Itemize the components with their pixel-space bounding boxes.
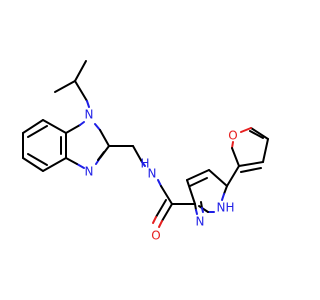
bond: [76, 163, 85, 169]
bond: [161, 203, 173, 222]
furan-ring: [226, 127, 269, 187]
bond: [194, 203, 197, 211]
bond: [158, 220, 163, 228]
bond: [79, 121, 85, 126]
isopropyl-group: [54, 60, 90, 108]
pyrazole-ring: [186, 169, 228, 215]
bond: [200, 201, 203, 209]
molecule-structure-diagram: N N H N O N N H O: [22, 60, 269, 243]
bond: [208, 169, 228, 187]
bond: [65, 157, 78, 165]
atom-label-o-furan: O: [228, 129, 237, 143]
bond: [240, 167, 262, 173]
bond: [262, 138, 269, 163]
atom-label-o-amide: O: [151, 229, 160, 243]
bond: [221, 193, 225, 201]
bond: [249, 130, 264, 139]
bond: [186, 179, 196, 205]
bond: [195, 209, 198, 215]
bond: [223, 185, 228, 195]
bond: [141, 161, 146, 167]
bond: [74, 80, 88, 102]
bond: [157, 179, 162, 187]
atom-label-nh-pyrazole-n: N: [217, 201, 226, 215]
bond: [189, 177, 208, 187]
atom-labels: N N H N O N N H O: [85, 108, 238, 243]
bond: [97, 151, 105, 161]
bond: [231, 141, 234, 149]
amide-group: [152, 179, 196, 228]
bond: [22, 119, 44, 134]
benzimidazole-ring: [22, 119, 110, 172]
bond: [65, 124, 81, 134]
bond: [160, 185, 173, 205]
bond: [238, 161, 264, 167]
ethyl-linker: [108, 145, 146, 167]
atom-label-n-amide: N: [148, 167, 157, 181]
bond: [99, 129, 110, 147]
bond: [42, 119, 67, 134]
atom-label-nh-pyrazole-h: H: [225, 201, 234, 215]
atom-label-n-pyrazole: N: [196, 215, 205, 229]
bond: [94, 123, 101, 131]
bond: [54, 80, 76, 93]
bond: [240, 127, 252, 133]
bond: [27, 125, 48, 138]
atom-label-n-isopropyl: N: [85, 108, 94, 122]
bond: [155, 199, 167, 218]
bond: [186, 169, 210, 181]
bond: [231, 147, 240, 167]
atom-label-h-amide: H: [140, 157, 149, 171]
bond: [201, 207, 204, 213]
bond: [42, 157, 67, 172]
atom-label-n-imidazole: N: [85, 165, 94, 179]
bond: [27, 153, 48, 166]
bond: [152, 216, 157, 224]
bond: [198, 205, 209, 213]
bond: [86, 100, 90, 108]
bond: [22, 157, 44, 172]
bond: [74, 60, 87, 82]
bond: [132, 145, 143, 163]
bond: [250, 127, 269, 140]
bond: [226, 165, 240, 187]
